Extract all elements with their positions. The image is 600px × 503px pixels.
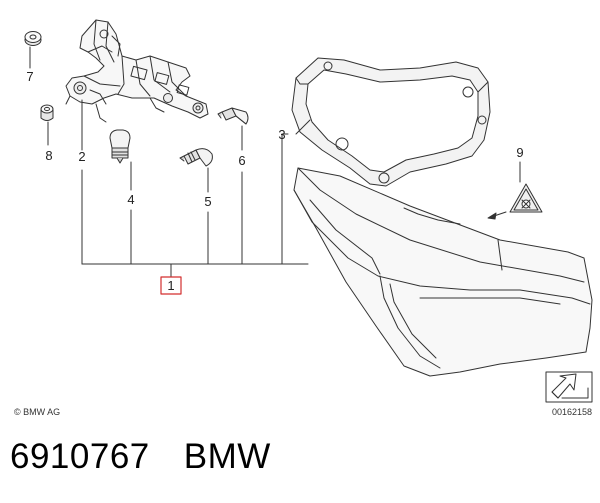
callout-1: 1: [167, 278, 174, 293]
warning-arrowhead: [487, 212, 497, 220]
callout-6: 6: [238, 153, 245, 168]
orientation-arrow-icon: [545, 371, 593, 403]
copyright-text: © BMW AG: [14, 407, 60, 417]
callout-2: 2: [78, 149, 85, 164]
grommet-7-drawing: [24, 31, 42, 46]
image-number: 00162158: [552, 407, 592, 417]
bulb-6-drawing: [217, 107, 249, 125]
part-number: 6910767: [10, 437, 150, 476]
bulb-carrier-2-drawing: [65, 19, 209, 123]
leader-lines: [29, 46, 521, 278]
nut-8-drawing: [40, 104, 54, 121]
bulb-4-drawing: [109, 129, 131, 164]
callout-1-highlight-box: [160, 276, 182, 295]
callout-7: 7: [26, 69, 33, 84]
part-caption: 6910767 BMW: [10, 437, 271, 477]
callout-9: 9: [516, 145, 523, 160]
tail-light-housing-drawing: [293, 167, 593, 377]
callout-8: 8: [45, 148, 52, 163]
callout-4: 4: [127, 192, 134, 207]
callout-5: 5: [204, 194, 211, 209]
bulb-5-drawing: [179, 148, 213, 167]
brand-name: BMW: [183, 437, 271, 476]
callout-3: 3: [278, 127, 285, 142]
warning-label-9-drawing: [509, 183, 543, 213]
gasket-3-drawing: [291, 57, 491, 187]
